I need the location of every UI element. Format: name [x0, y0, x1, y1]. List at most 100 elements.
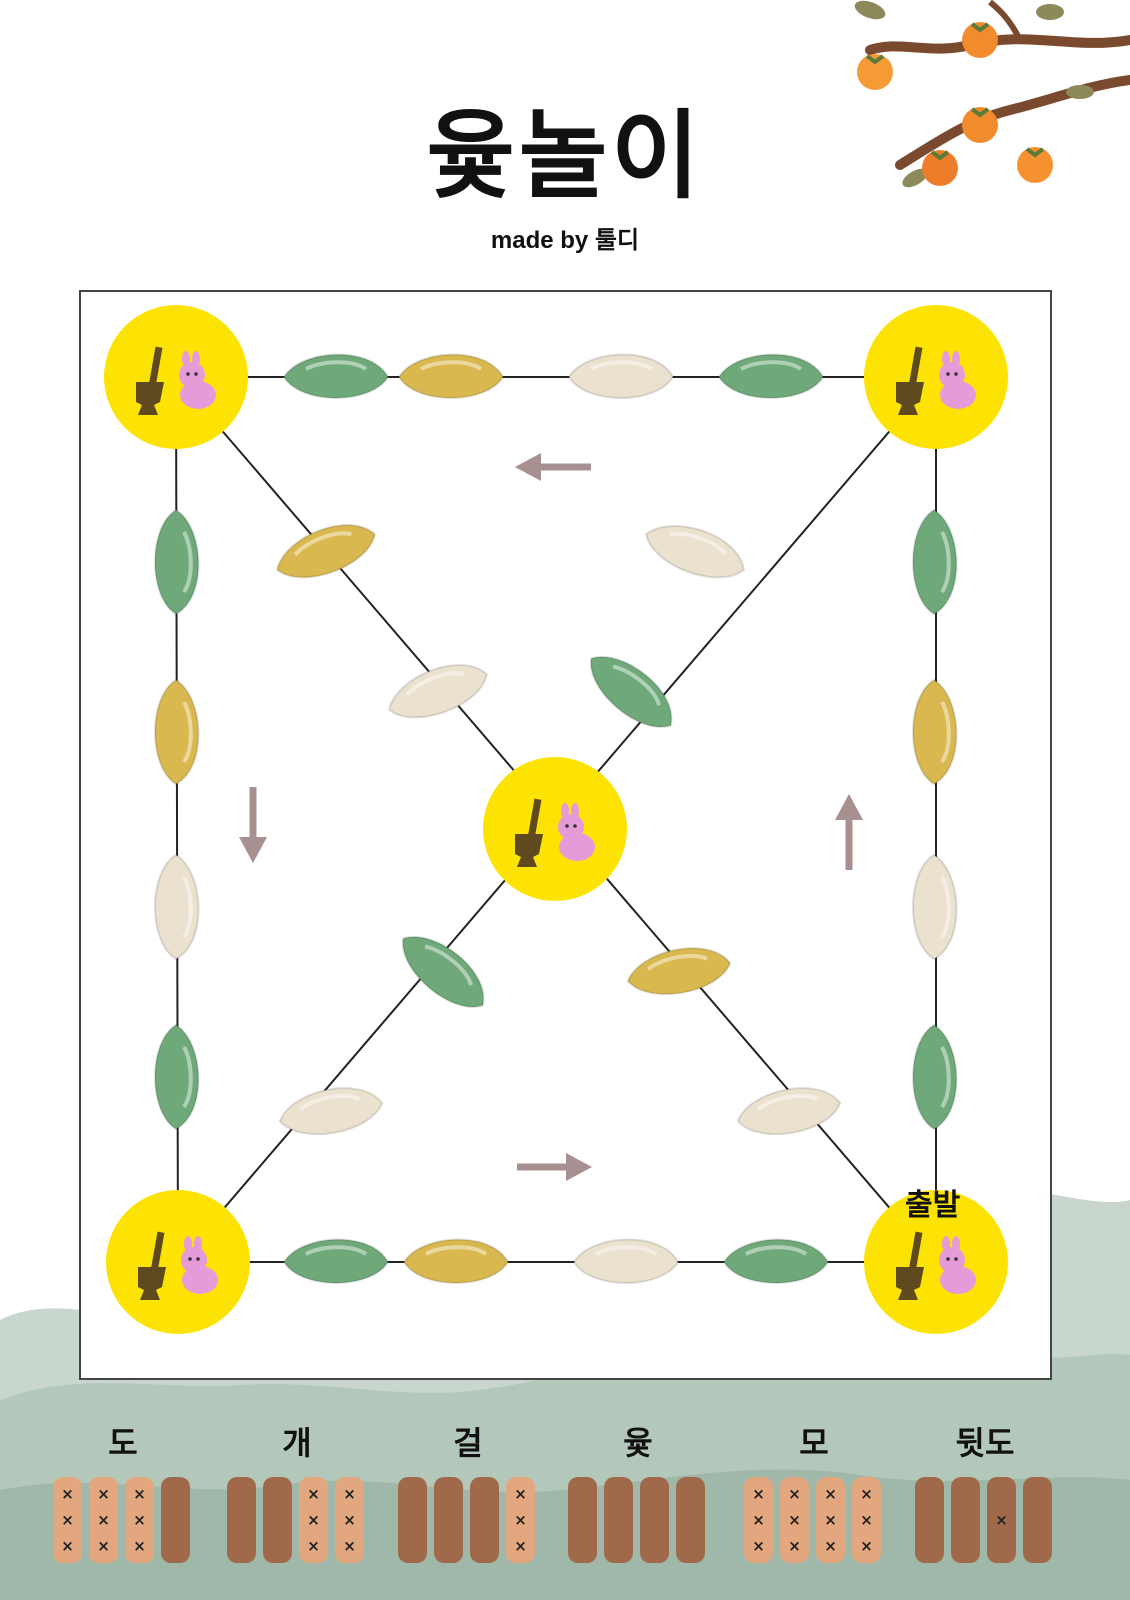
- songpyeon-space[interactable]: [912, 678, 958, 786]
- yut-stick: [263, 1477, 292, 1563]
- x-mark: ×: [97, 1511, 110, 1529]
- page-title: 윷놀이: [426, 100, 704, 212]
- yut-stick: ×××: [506, 1477, 535, 1563]
- x-mark: ×: [307, 1511, 320, 1529]
- result-label: 윷: [623, 1424, 653, 1462]
- rabbit-icon: [182, 1266, 218, 1294]
- yut-stick-group: ×××××××××: [53, 1477, 190, 1563]
- rabbit-icon: [180, 381, 216, 409]
- station-space[interactable]: [483, 757, 627, 901]
- rabbit-icon: [940, 1266, 976, 1294]
- songpyeon-space[interactable]: [722, 1238, 830, 1284]
- station-space[interactable]: [104, 305, 248, 449]
- x-mark: ×: [307, 1485, 320, 1503]
- songpyeon-space[interactable]: [639, 513, 752, 589]
- result-label: 개: [282, 1424, 312, 1462]
- songpyeon-space[interactable]: [912, 508, 958, 616]
- yut-board: 출발: [79, 290, 1052, 1380]
- board-drawing: [104, 305, 1008, 1334]
- songpyeon-space[interactable]: [282, 1238, 390, 1284]
- songpyeon-space[interactable]: [390, 921, 498, 1021]
- yut-stick: × × ×: [780, 1477, 809, 1563]
- x-mark: ×: [514, 1485, 527, 1503]
- yut-stick: × × ×: [816, 1477, 845, 1563]
- station-space[interactable]: [864, 1190, 1008, 1334]
- x-mark: ×: [788, 1511, 801, 1529]
- start-label: 출발: [905, 1188, 961, 1223]
- x-mark: ×: [97, 1485, 110, 1503]
- songpyeon-space[interactable]: [912, 853, 958, 961]
- mortar-icon: [515, 834, 543, 867]
- x-mark: ×: [343, 1485, 356, 1503]
- x-mark: ×: [61, 1511, 74, 1529]
- songpyeon-space[interactable]: [717, 353, 825, 399]
- yut-stick: [470, 1477, 499, 1563]
- credit-text: made by 툴디: [490, 227, 640, 254]
- x-mark: ×: [343, 1537, 356, 1555]
- x-mark: ×: [307, 1537, 320, 1555]
- x-mark: ×: [752, 1537, 765, 1555]
- x-mark: ×: [824, 1485, 837, 1503]
- x-mark: ×: [788, 1537, 801, 1555]
- result-label: 도: [108, 1424, 138, 1462]
- station-space[interactable]: [864, 305, 1008, 449]
- yut-stick: [951, 1477, 980, 1563]
- songpyeon-space[interactable]: [624, 941, 734, 1002]
- songpyeon-space[interactable]: [734, 1081, 844, 1142]
- x-mark: ×: [752, 1485, 765, 1503]
- x-mark: ×: [61, 1537, 74, 1555]
- mortar-icon: [896, 382, 924, 415]
- songpyeon-space[interactable]: [912, 1023, 958, 1131]
- yut-stick: [227, 1477, 256, 1563]
- x-mark: ×: [860, 1485, 873, 1503]
- rabbit-icon: [940, 381, 976, 409]
- yut-stick-group: × × × × × × × × × × × ×: [744, 1477, 881, 1563]
- direction-arrow: [835, 794, 863, 870]
- songpyeon-space[interactable]: [154, 508, 200, 616]
- x-mark: ×: [343, 1511, 356, 1529]
- x-mark: ×: [995, 1511, 1008, 1529]
- direction-arrow: [517, 1153, 592, 1181]
- songpyeon-space[interactable]: [567, 353, 675, 399]
- x-mark: ×: [824, 1511, 837, 1529]
- songpyeon-space[interactable]: [269, 513, 382, 589]
- songpyeon-space[interactable]: [402, 1238, 510, 1284]
- yut-stick: × × ×: [852, 1477, 881, 1563]
- x-mark: ×: [752, 1511, 765, 1529]
- direction-arrow: [239, 787, 267, 863]
- songpyeon-space[interactable]: [572, 1238, 680, 1284]
- songpyeon-space[interactable]: [397, 353, 505, 399]
- x-mark: ×: [824, 1537, 837, 1555]
- yut-stick: × × ×: [53, 1477, 82, 1563]
- x-mark: ×: [61, 1485, 74, 1503]
- result-label: 걸: [453, 1424, 483, 1462]
- yut-stick-group: ×: [915, 1477, 1052, 1563]
- yut-stick-group: × × × × × ×: [227, 1477, 364, 1563]
- yut-stick: [604, 1477, 633, 1563]
- mortar-icon: [136, 382, 164, 415]
- x-mark: ×: [133, 1485, 146, 1503]
- yut-stick: ×××: [125, 1477, 154, 1563]
- yut-stick: [434, 1477, 463, 1563]
- yut-stick: × × ×: [744, 1477, 773, 1563]
- songpyeon-space[interactable]: [276, 1081, 386, 1142]
- songpyeon-space[interactable]: [578, 641, 686, 741]
- songpyeon-space[interactable]: [282, 353, 390, 399]
- songpyeon-space[interactable]: [381, 653, 494, 729]
- songpyeon-space[interactable]: [154, 853, 200, 961]
- mortar-icon: [896, 1267, 924, 1300]
- songpyeon-space[interactable]: [154, 1023, 200, 1131]
- x-mark: ×: [860, 1537, 873, 1555]
- songpyeon-space[interactable]: [154, 678, 200, 786]
- yut-stick: × × ×: [299, 1477, 328, 1563]
- direction-arrow: [515, 453, 591, 481]
- yut-stick-group: [568, 1477, 705, 1563]
- x-mark: ×: [860, 1511, 873, 1529]
- yut-stick: [1023, 1477, 1052, 1563]
- yut-stick: [676, 1477, 705, 1563]
- station-space[interactable]: [106, 1190, 250, 1334]
- yut-stick-group: ×××: [398, 1477, 535, 1563]
- x-mark: ×: [133, 1537, 146, 1555]
- yut-stick: ×××: [89, 1477, 118, 1563]
- x-mark: ×: [788, 1485, 801, 1503]
